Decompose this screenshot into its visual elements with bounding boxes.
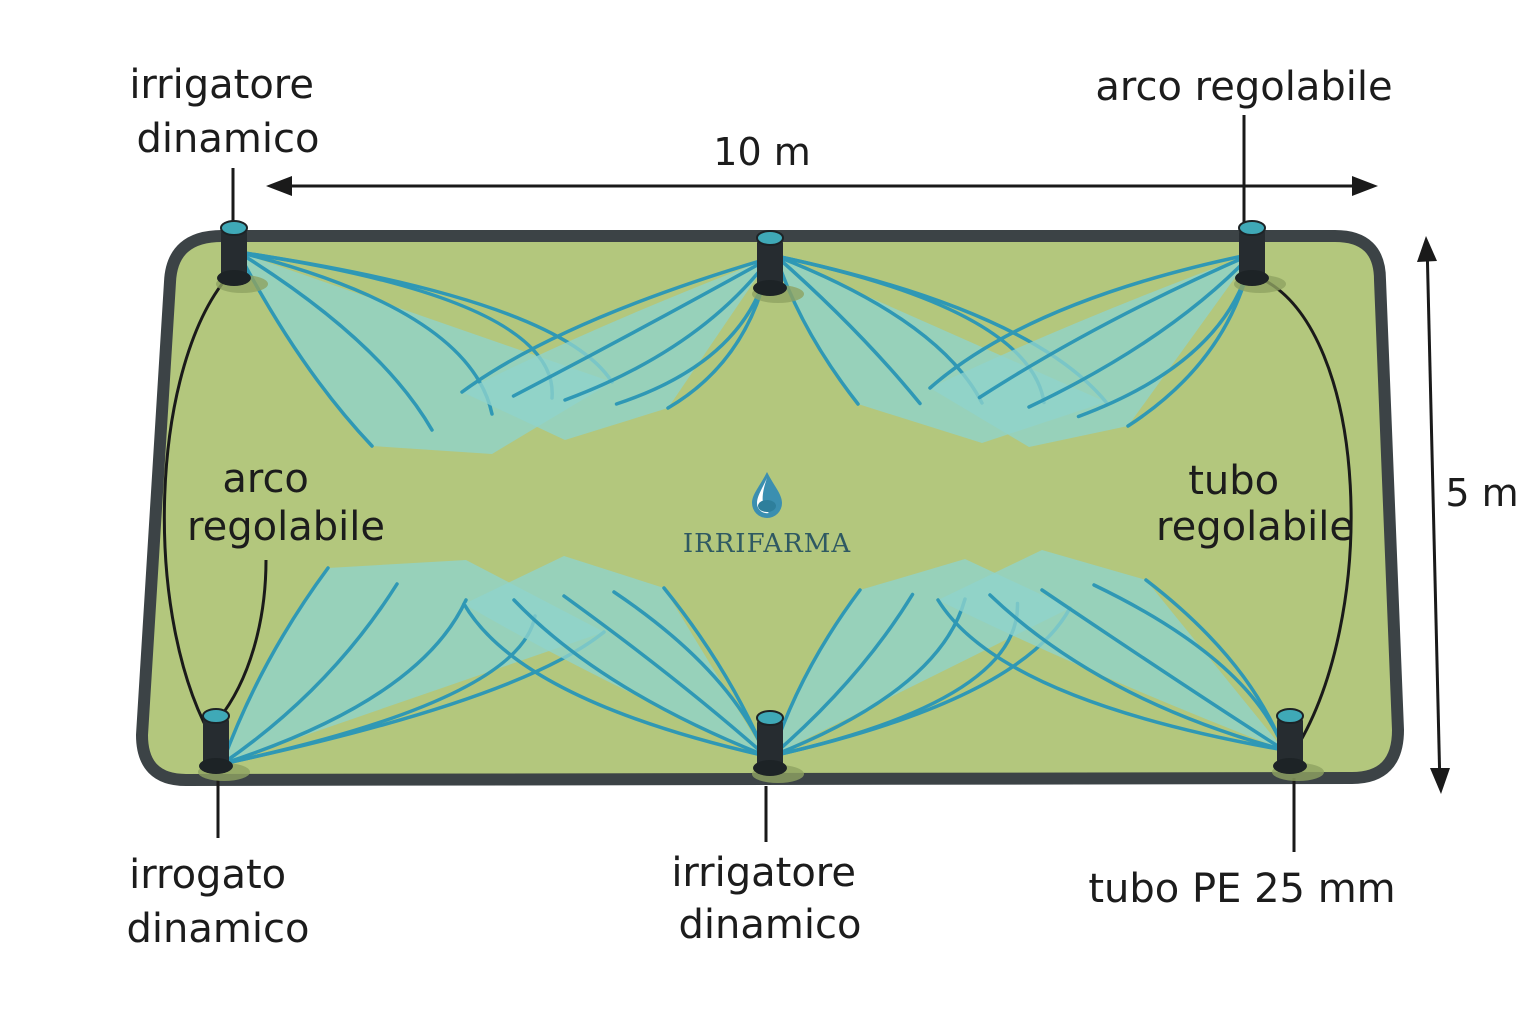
- label-bottom-left-line2: dinamico: [127, 906, 310, 952]
- spray-coverage: [220, 250, 1286, 766]
- logo-text: IRRIFARMA: [683, 529, 851, 559]
- label-bottom-right-line1: tubo PE 25 mm: [1088, 866, 1395, 912]
- label-top-left: irrigatore dinamico: [129, 62, 326, 162]
- leader-mid-left: [216, 559, 268, 721]
- label-bottom-right: tubo PE 25 mm: [1088, 866, 1395, 912]
- label-mid-right-line2: regolabile: [1156, 504, 1354, 550]
- width-dimension-arrow: [1417, 236, 1450, 794]
- spray-fan-bottom-right-left: [936, 550, 1286, 752]
- label-mid-left-line1: arco: [222, 456, 309, 502]
- pe-pipe-left: [162, 270, 234, 746]
- sprinkler-bottom-right: [1272, 708, 1324, 781]
- water-drop-icon: [752, 472, 782, 518]
- sprinklers: [198, 220, 1324, 783]
- label-bottom-left-line1: irrogato: [129, 852, 286, 898]
- label-top-right: arco regolabile: [1095, 64, 1392, 110]
- label-mid-left: arco regolabile: [187, 456, 385, 550]
- sprinkler-top-center: [752, 230, 804, 303]
- length-dimension-arrow: [266, 176, 1378, 196]
- label-mid-right: tubo regolabile: [1156, 458, 1354, 550]
- spray-fan-bottom-center-left: [462, 556, 768, 758]
- label-bottom-center-line2: dinamico: [679, 902, 862, 948]
- sprinkler-top-right: [1234, 220, 1286, 293]
- length-dimension: 10 m: [713, 130, 810, 174]
- label-bottom-center-line1: irrigatore: [671, 850, 856, 896]
- pe-pipe-right: [1259, 276, 1353, 756]
- label-top-left-line1: irrigatore: [129, 62, 314, 108]
- label-bottom-left: irrogato dinamico: [127, 852, 310, 952]
- irrifarma-logo: IRRIFARMA: [683, 472, 851, 559]
- label-mid-right-line1: tubo: [1188, 458, 1279, 504]
- label-top-left-line2: dinamico: [137, 116, 320, 162]
- label-bottom-center: irrigatore dinamico: [671, 850, 868, 948]
- width-dimension: 5 m: [1445, 471, 1518, 515]
- sprinkler-bottom-left: [198, 708, 250, 781]
- label-mid-left-line2: regolabile: [187, 504, 385, 550]
- label-top-right-line1: arco regolabile: [1095, 64, 1392, 110]
- sprinkler-bottom-center: [752, 710, 804, 783]
- sprinkler-top-left: [216, 220, 268, 293]
